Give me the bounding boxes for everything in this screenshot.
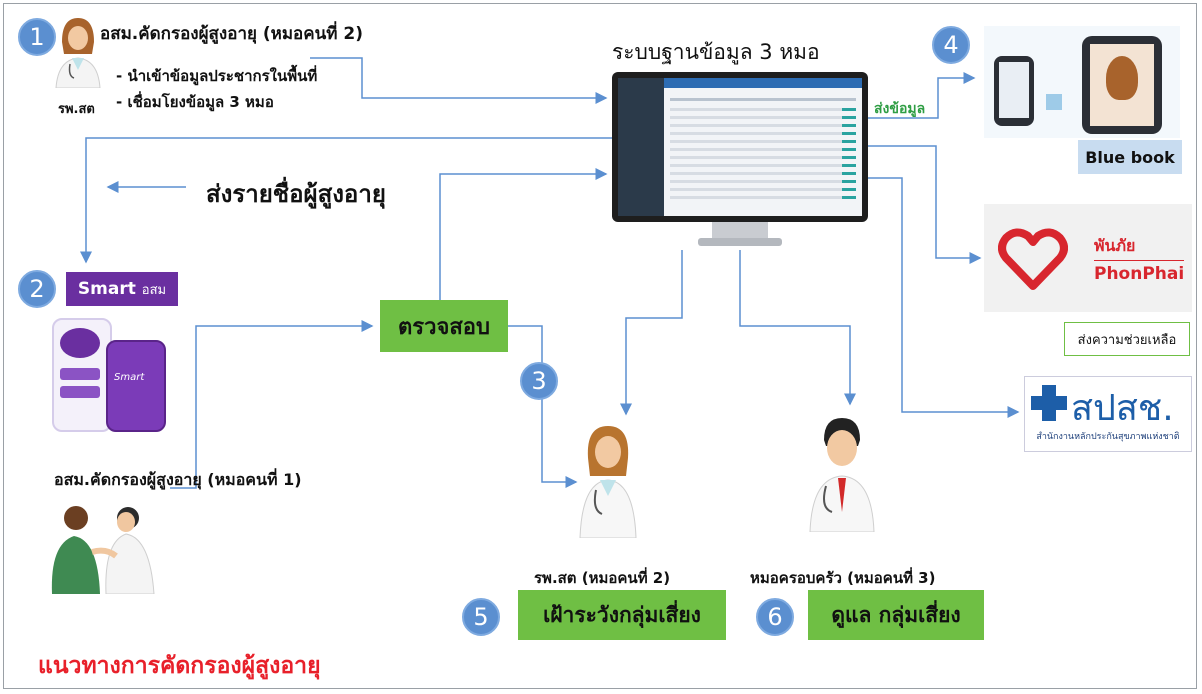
step1-caption: รพ.สต: [58, 102, 95, 117]
nhso-cross-icon: [1031, 385, 1067, 421]
bluebook-label: Blue book: [1078, 140, 1182, 174]
phonphai-logo: พันภัย PhonPhai: [984, 204, 1192, 312]
arrow-db-to-phonphai: [868, 145, 982, 264]
arrow-step1-to-db: [310, 57, 608, 104]
smart-app-phones-icon: Smart: [48, 318, 172, 432]
smart-label-main: Smart: [77, 279, 136, 299]
screening-illustration-icon: [46, 500, 162, 594]
phonphai-eng: PhonPhai: [1094, 264, 1185, 284]
send-data-label: ส่งข้อมูล: [874, 101, 926, 117]
database-title: ระบบฐานข้อมูล 3 หมอ: [612, 40, 820, 64]
step5-box: เฝ้าระวังกลุ่มเสี่ยง: [518, 590, 726, 640]
step5-badge: 5: [462, 598, 500, 636]
step1-badge: 1: [18, 18, 56, 56]
family-doctor-icon: [804, 412, 878, 532]
verify-box: ตรวจสอบ: [380, 300, 508, 352]
health-volunteer-icon: [52, 14, 104, 88]
diagram-frame: [3, 3, 1197, 689]
send-names-label: ส่งรายชื่อผู้สูงอายุ: [206, 180, 386, 208]
arrow-db-to-step2: [80, 137, 612, 264]
phonphai-caption: ส่งความช่วยเหลือ: [1064, 322, 1190, 356]
step4-badge: 4: [932, 26, 970, 64]
bluebook-illustration: [984, 26, 1180, 138]
phonphai-thai: พันภัย: [1094, 236, 1136, 255]
step1-bullet-2: - เชื่อมโยงข้อมูล 3 หมอ: [116, 93, 274, 111]
arrow-verify-to-db: [439, 168, 608, 300]
arrow-db-to-nhso: [868, 177, 1020, 418]
rph-health-worker-icon: [576, 420, 640, 538]
step3-badge: 3: [520, 362, 558, 400]
step6-badge: 6: [756, 598, 794, 636]
phonphai-heart-icon: [998, 228, 1068, 290]
step6-box: ดูแล กลุ่มเสี่ยง: [808, 590, 984, 640]
arrow-db-to-step3: [620, 250, 683, 416]
phone-brand-text: Smart: [114, 372, 145, 383]
nhso-subtitle: สำนักงานหลักประกันสุขภาพแห่งชาติ: [1036, 432, 1180, 442]
doctor3-caption: หมอครอบครัว (หมอคนที่ 3): [750, 569, 936, 587]
arrow-phone-to-verify: [170, 320, 374, 489]
smart-osm-label: Smart อสม: [66, 272, 178, 306]
step1-bullet-1: - นำเข้าข้อมูลประชากรในพื้นที่: [116, 67, 318, 85]
smart-label-suffix: อสม: [141, 282, 167, 298]
arrow-db-to-bluebook: [868, 72, 976, 119]
nhso-name: สปสช.: [1071, 388, 1174, 429]
database-monitor: [612, 72, 868, 248]
step3-caption: รพ.สต (หมอคนที่ 2): [534, 569, 671, 587]
footer-title: แนวทางการคัดกรองผู้สูงอายุ: [38, 653, 321, 679]
step1-title: อสม.คัดกรองผู้สูงอายุ (หมอคนที่ 2): [100, 24, 363, 44]
arrow-db-to-doctor3: [739, 250, 856, 406]
step2-caption: อสม.คัดกรองผู้สูงอายุ (หมอคนที่ 1): [54, 470, 302, 489]
step2-badge: 2: [18, 270, 56, 308]
nhso-logo: สปสช. สำนักงานหลักประกันสุขภาพแห่งชาติ: [1024, 376, 1192, 452]
arrow-verify-to-step3: [508, 325, 578, 488]
